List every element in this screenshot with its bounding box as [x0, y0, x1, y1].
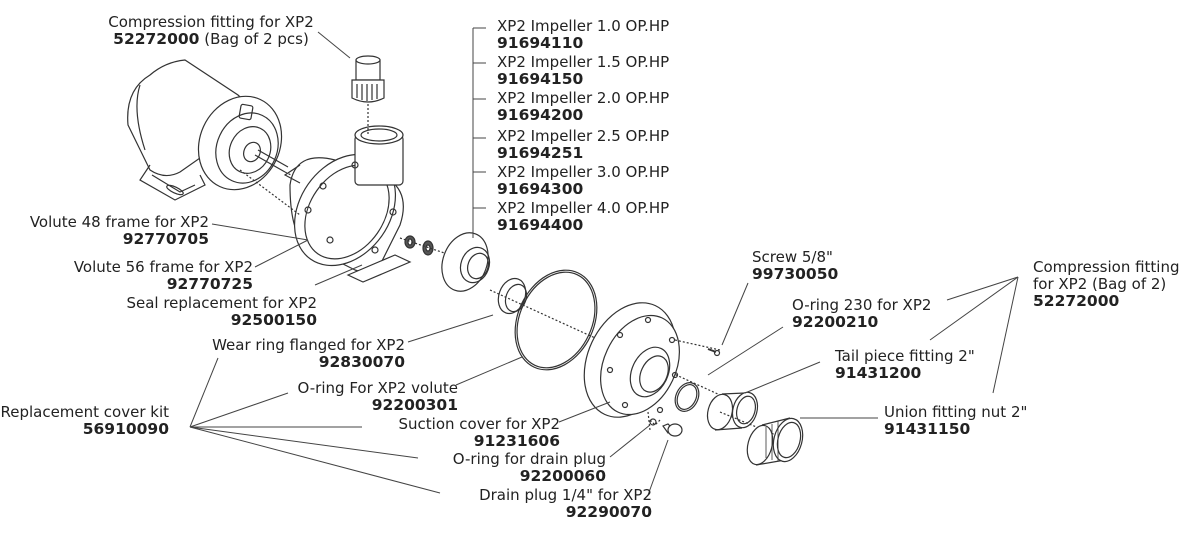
label-compression-fitting-right: Compression fitting for XP2 (Bag of 2) 5…	[1033, 259, 1180, 310]
label-o-ring-230: O-ring 230 for XP2 92200210	[792, 297, 931, 331]
part-name: XP2 Impeller 3.0 OP.HP	[497, 163, 670, 181]
part-name: Tail piece fitting 2"	[835, 347, 975, 365]
part-number: 92290070	[565, 503, 652, 521]
part-name: Replacement cover kit	[0, 403, 169, 421]
part-name: O-ring For XP2 volute	[297, 379, 458, 397]
label-impeller-1-5: XP2 Impeller 1.5 OP.HP 91694150	[497, 54, 669, 88]
part-name: XP2 Impeller 1.5 OP.HP	[497, 53, 670, 71]
label-volute-48: Volute 48 frame for XP2 92770705	[30, 214, 209, 248]
volute-housing	[239, 125, 404, 273]
part-number: 92770725	[166, 275, 253, 293]
part-note: (Bag of 2 pcs)	[199, 30, 309, 48]
part-number: 92200301	[371, 396, 458, 414]
part-number: 91694400	[497, 216, 584, 234]
label-volute-56: Volute 56 frame for XP2 92770725	[74, 259, 253, 293]
part-name: Drain plug 1/4" for XP2	[479, 486, 652, 504]
label-impeller-3-0: XP2 Impeller 3.0 OP.HP 91694300	[497, 164, 669, 198]
impeller	[441, 232, 491, 292]
part-name: Screw 5/8"	[752, 248, 833, 266]
part-number: 91231606	[473, 432, 560, 450]
part-number: 92200060	[519, 467, 606, 485]
part-name: Compression fitting for XP2	[108, 13, 314, 31]
part-name: XP2 Impeller 2.0 OP.HP	[497, 89, 670, 107]
label-compression-fitting-top: Compression fitting for XP2 52272000 (Ba…	[96, 14, 326, 48]
label-wear-ring: Wear ring flanged for XP2 92830070	[212, 337, 405, 371]
label-impeller-2-5: XP2 Impeller 2.5 OP.HP 91694251	[497, 128, 669, 162]
part-name: XP2 Impeller 1.0 OP.HP	[497, 17, 670, 35]
part-number: 91431150	[884, 420, 971, 438]
motor	[127, 59, 306, 201]
label-seal-replacement: Seal replacement for XP2 92500150	[126, 295, 317, 329]
label-replacement-cover-kit: Replacement cover kit 56910090	[0, 404, 169, 438]
part-name-line-1: Compression fitting	[1033, 258, 1180, 276]
part-number: 92770705	[122, 230, 209, 248]
screw	[707, 348, 721, 357]
wear-ring	[497, 277, 528, 315]
part-number: 92500150	[230, 311, 317, 329]
part-name: Volute 48 frame for XP2	[29, 213, 209, 231]
union-nut	[746, 417, 804, 466]
part-name: O-ring 230 for XP2	[792, 296, 932, 314]
part-number: 92200210	[792, 313, 879, 331]
part-number: 56910090	[82, 420, 169, 438]
part-number: 91694150	[497, 70, 584, 88]
label-tail-piece: Tail piece fitting 2" 91431200	[835, 348, 975, 382]
label-screw: Screw 5/8" 99730050	[752, 249, 838, 283]
part-name: XP2 Impeller 2.5 OP.HP	[497, 127, 670, 145]
label-suction-cover: Suction cover for XP2 91231606	[399, 416, 561, 450]
part-name: Seal replacement for XP2	[126, 294, 317, 312]
part-number: 91694200	[497, 106, 584, 124]
label-drain-plug: Drain plug 1/4" for XP2 92290070	[479, 487, 652, 521]
o-ring-volute	[489, 269, 721, 396]
label-impeller-1-0: XP2 Impeller 1.0 OP.HP 91694110	[497, 18, 669, 52]
leader-lines	[189, 27, 1019, 496]
part-number: 52272000	[113, 30, 200, 48]
part-name: O-ring for drain plug	[452, 450, 606, 468]
part-number-line: 52272000 (Bag of 2 pcs)	[113, 30, 309, 48]
label-impeller-2-0: XP2 Impeller 2.0 OP.HP 91694200	[497, 90, 669, 124]
label-o-ring-volute: O-ring For XP2 volute 92200301	[298, 380, 458, 414]
part-name: Union fitting nut 2"	[884, 403, 1028, 421]
label-union-nut: Union fitting nut 2" 91431150	[884, 404, 1027, 438]
part-name: Suction cover for XP2	[398, 415, 561, 433]
part-name: Wear ring flanged for XP2	[212, 336, 405, 354]
part-number: 52272000	[1033, 292, 1120, 310]
compression-fitting-top	[351, 55, 385, 135]
suction-cover	[583, 302, 721, 431]
o-ring-230	[674, 382, 700, 412]
part-name: Volute 56 frame for XP2	[73, 258, 253, 276]
part-number: 91694110	[497, 34, 584, 52]
part-number: 92830070	[318, 353, 405, 371]
drain-plug-parts	[649, 418, 683, 437]
part-number: 91694251	[497, 144, 584, 162]
part-number: 99730050	[752, 265, 839, 283]
part-name-line-2: for XP2 (Bag of 2)	[1033, 275, 1167, 293]
part-number: 91431200	[835, 364, 922, 382]
part-number: 91694300	[497, 180, 584, 198]
label-impeller-4-0: XP2 Impeller 4.0 OP.HP 91694400	[497, 200, 669, 234]
part-name: XP2 Impeller 4.0 OP.HP	[497, 199, 670, 217]
label-o-ring-drain-plug: O-ring for drain plug 92200060	[453, 451, 606, 485]
